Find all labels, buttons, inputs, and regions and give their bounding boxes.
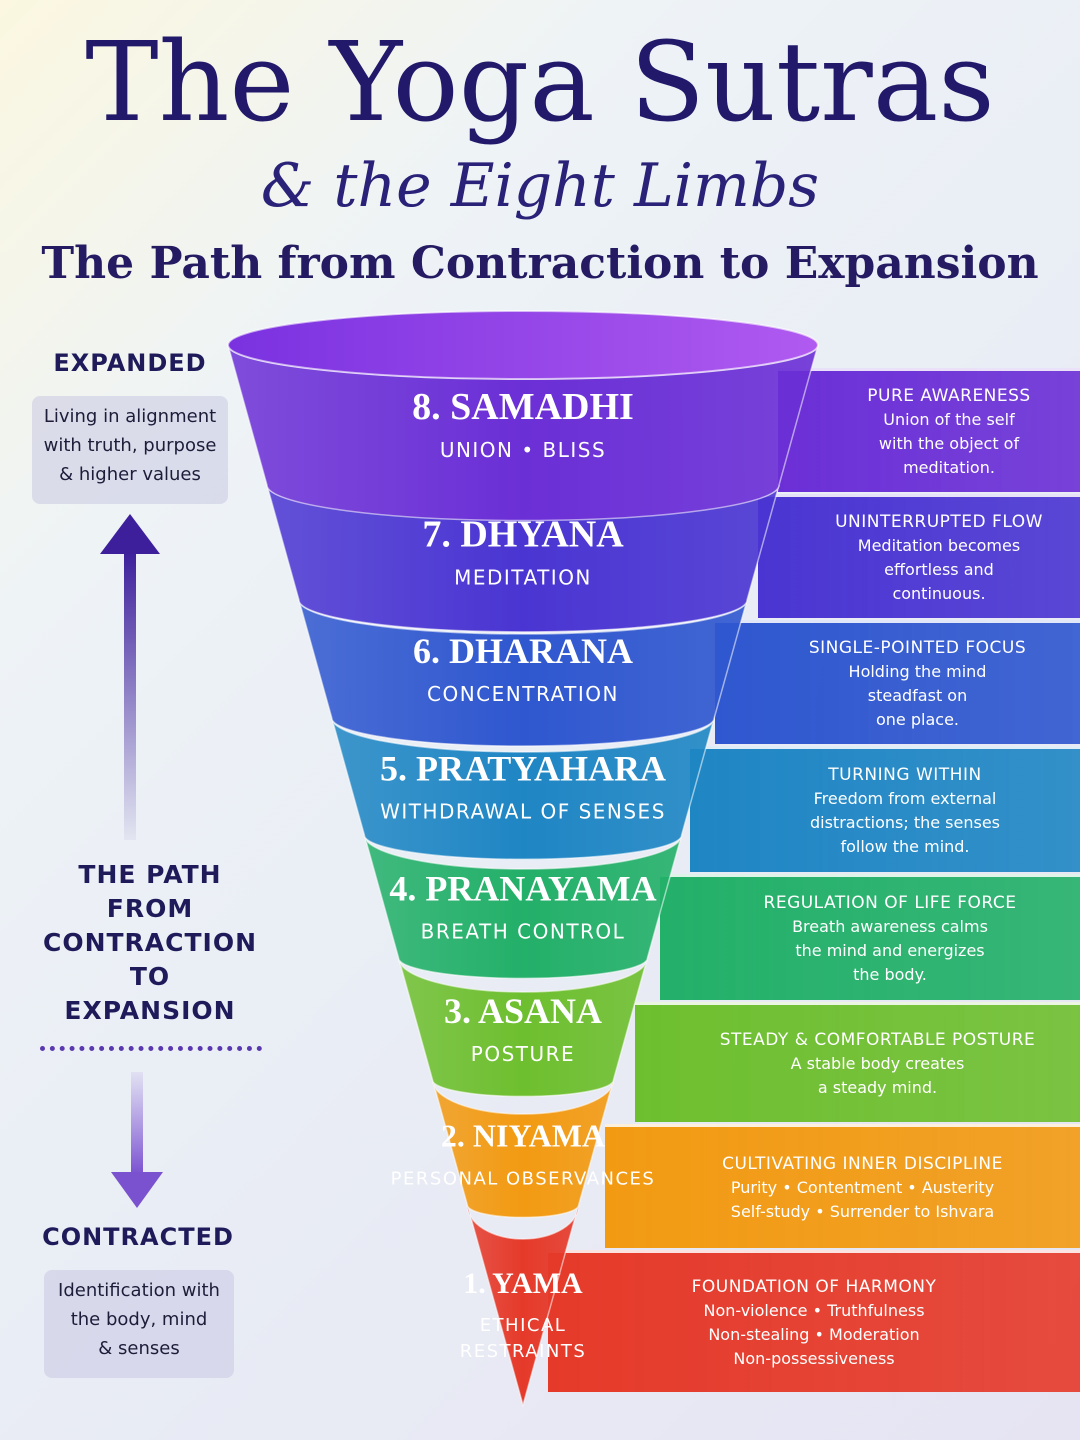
limb-description-heading: SINGLE-POINTED FOCUS <box>808 637 1027 658</box>
limb-description-heading: TURNING WITHIN <box>828 764 982 785</box>
limb-description-heading: REGULATION OF LIFE FORCE <box>763 892 1017 913</box>
limb-description-7: UNINTERRUPTED FLOW Meditation becomes eff… <box>758 494 1080 618</box>
limb-description-body: Breath awareness calms the mind and ener… <box>792 916 988 984</box>
dotted-divider <box>40 1046 262 1051</box>
limb-description-heading: PURE AWARENESS <box>867 385 1031 406</box>
limb-description-3: STEADY & COMFORTABLE POSTURE A stable bod… <box>635 1002 1080 1122</box>
limb-name-3: 3. ASANA <box>444 991 602 1031</box>
path-label: THE PATH FROM CONTRACTION TO EXPANSION <box>42 860 258 1025</box>
limb-description-body: Holding the mind steadfast on one place. <box>848 661 987 729</box>
expanded-label: EXPANDED <box>53 349 207 377</box>
limb-description-heading: CULTIVATING INNER DISCIPLINE <box>722 1153 1003 1174</box>
limb-meaning-3: POSTURE <box>471 1042 575 1066</box>
limb-name-6: 6. DHARANA <box>413 631 633 671</box>
limb-meaning-8: UNION • BLISS <box>440 438 606 462</box>
contracted-note: Identification with the body, mind & sen… <box>44 1270 234 1378</box>
limb-name-5: 5. PRATYAHARA <box>380 749 666 789</box>
page-subtitle: & the Eight Limbs <box>260 151 820 221</box>
limb-description-body: Meditation becomes effortless and contin… <box>857 535 1021 603</box>
limb-description-heading: UNINTERRUPTED FLOW <box>835 511 1043 532</box>
limb-name-7: 7. DHYANA <box>422 514 624 556</box>
limb-description-body: Purity • Contentment • Austerity Self-st… <box>730 1177 995 1221</box>
limb-meaning-2: PERSONAL OBSERVANCES <box>391 1169 656 1190</box>
limb-meaning-5: WITHDRAWAL OF SENSES <box>380 800 666 824</box>
limb-description-8: PURE AWARENESS Union of the self with the… <box>778 368 1080 492</box>
limb-description-body: Union of the self with the object of med… <box>878 409 1020 477</box>
limb-description-4: REGULATION OF LIFE FORCE Breath awareness… <box>660 874 1080 1000</box>
limb-meaning-7: MEDITATION <box>454 566 592 590</box>
limb-description-body: Freedom from external distractions; the … <box>809 788 1001 856</box>
limb-description-2: CULTIVATING INNER DISCIPLINE Purity • Con… <box>605 1124 1080 1248</box>
limb-name-8: 8. SAMADHI <box>412 386 634 428</box>
limb-name-4: 4. PRANAYAMA <box>389 869 656 909</box>
funnel-segment-2 <box>431 1079 615 1219</box>
limb-meaning-1: ETHICAL <box>480 1315 567 1336</box>
limb-name-1: 1. YAMA <box>463 1267 583 1300</box>
limb-meaning-1: RESTRAINTS <box>460 1341 587 1362</box>
limb-meaning-6: CONCENTRATION <box>427 682 619 706</box>
page-title: The Yoga Sutras <box>85 18 995 146</box>
down-arrow-icon <box>111 1072 163 1208</box>
limb-meaning-4: BREATH CONTROL <box>421 920 626 944</box>
limb-name-2: 2. NIYAMA <box>441 1118 605 1154</box>
limb-description-heading: FOUNDATION OF HARMONY <box>691 1276 937 1297</box>
limb-description-heading: STEADY & COMFORTABLE POSTURE <box>719 1029 1036 1050</box>
limb-description-body: Non-violence • Truthfulness Non-stealing… <box>703 1300 925 1368</box>
funnel-segment-3 <box>397 957 649 1098</box>
page-tagline: The Path from Contraction to Expansion <box>41 238 1039 289</box>
up-arrow-icon <box>100 514 160 840</box>
limb-description-6: SINGLE-POINTED FOCUS Holding the mind ste… <box>715 620 1080 744</box>
expanded-note: Living in alignment with truth, purpose … <box>32 396 228 504</box>
funnel-rim <box>227 310 819 380</box>
contracted-label: CONTRACTED <box>42 1223 234 1251</box>
limb-description-1: FOUNDATION OF HARMONY Non-violence • Trut… <box>548 1250 1080 1392</box>
limb-description-5: TURNING WITHIN Freedom from external dist… <box>690 746 1080 872</box>
limb-description-body: A stable body creates a steady mind. <box>790 1053 965 1097</box>
funnel-segment-1 <box>466 1204 580 1408</box>
